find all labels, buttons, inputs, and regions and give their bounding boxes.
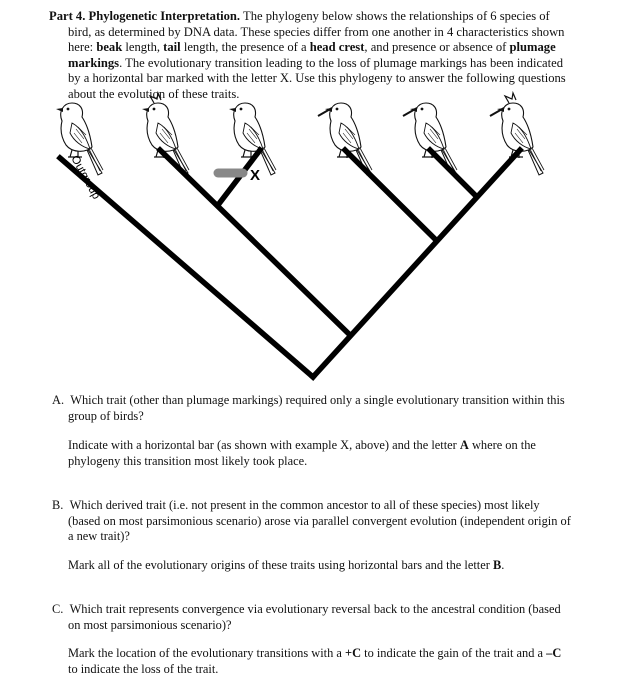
question-a: A. Which trait (other than plumage marki… — [52, 393, 572, 469]
bird-2 — [142, 93, 189, 175]
head-crest-icon — [150, 93, 161, 103]
transition-label-x: X — [250, 167, 260, 184]
question-c-letter: C. — [52, 602, 63, 616]
bird-6 — [490, 93, 544, 175]
question-a-text: Which trait (other than plumage markings… — [68, 393, 565, 423]
branch-bird-5 — [430, 150, 476, 196]
tree-branches — [60, 150, 520, 377]
question-b-instruction: Mark all of the evolutionary origins of … — [52, 558, 572, 574]
branch-root-right — [313, 150, 520, 377]
question-b-text: Which derived trait (i.e. not present in… — [68, 498, 571, 543]
question-b: B. Which derived trait (i.e. not present… — [52, 498, 572, 573]
question-a-instruction: Indicate with a horizontal bar (as shown… — [52, 438, 572, 469]
outgroup-label: Outgroup — [68, 154, 102, 202]
bird-5 — [403, 103, 457, 175]
head-crest-icon — [505, 93, 516, 103]
question-b-letter: B. — [52, 498, 63, 512]
question-a-letter: A. — [52, 393, 64, 407]
branch-bird-4 — [345, 150, 436, 240]
question-c-text: Which trait represents convergence via e… — [68, 602, 561, 632]
question-c-instruction: Mark the location of the evolutionary tr… — [52, 646, 572, 677]
phylogeny-tree: X Outgroup — [0, 0, 628, 400]
bird-4 — [318, 103, 372, 175]
question-c: C. Which trait represents convergence vi… — [52, 602, 572, 677]
